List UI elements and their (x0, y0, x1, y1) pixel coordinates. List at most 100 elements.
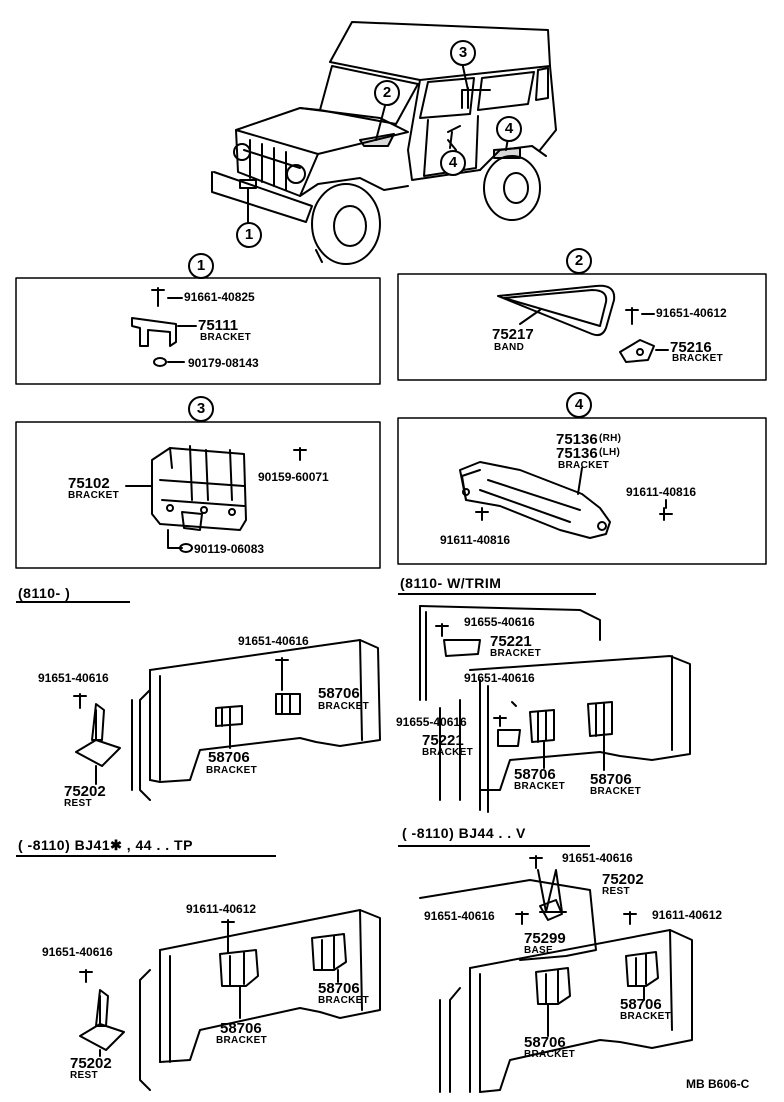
screw-icon (293, 447, 307, 461)
bolt-icon (493, 715, 507, 727)
bracket-icon (625, 951, 659, 987)
bracket-icon (535, 967, 571, 1005)
part-label: BRACKET (524, 1049, 575, 1060)
bolt-icon (659, 507, 673, 521)
box-3 (15, 421, 381, 569)
part-number: 91661-40825 (184, 290, 255, 304)
bracket-icon (151, 447, 247, 531)
part-number: 75111 (198, 317, 239, 334)
part-label: (LH) (599, 447, 621, 458)
part-label: BRACKET (514, 781, 565, 792)
bolt-icon (515, 911, 529, 925)
part-label: BRACKET (200, 332, 251, 343)
bracket-icon (311, 933, 347, 971)
part-label: BRACKET (590, 786, 641, 797)
box-2 (397, 273, 767, 381)
bracket-icon (529, 709, 555, 743)
base-icon (539, 899, 563, 921)
bolt-icon (79, 969, 93, 983)
rest-base (75, 739, 121, 767)
part-label: BRACKET (68, 490, 119, 501)
bracket-icon (131, 317, 177, 347)
bolt-icon (221, 919, 235, 933)
part-number: 58706 (620, 996, 662, 1013)
part-number: 58706 (590, 771, 632, 788)
callout-2: 2 (374, 80, 400, 106)
part-number: 90159-60071 (258, 470, 329, 484)
bracket-icon (619, 339, 655, 363)
part-number: 58706 (524, 1034, 566, 1051)
part-number: 58706 (208, 749, 250, 766)
box-2-header: 2 (566, 248, 592, 274)
bracket-icon (587, 701, 613, 737)
part-number: 91655-40616 (464, 615, 535, 629)
part-label: BRACKET (672, 353, 723, 364)
part-number: 91651-40616 (424, 909, 495, 923)
callout-3: 3 (450, 40, 476, 66)
part-number: 90119-06083 (194, 542, 265, 556)
diagram-code: MB B606-C (686, 1077, 750, 1091)
bracket-icon (497, 729, 521, 747)
section-a-drawing (73, 639, 381, 801)
callout-4: 4 (496, 116, 522, 142)
part-number: 91611-40612 (186, 902, 257, 916)
part-number: 75102 (68, 475, 110, 492)
part-label: BRACKET (216, 1035, 267, 1046)
band-icon (497, 284, 616, 337)
bolt-icon (625, 307, 639, 325)
part-number: 75202 (70, 1055, 112, 1072)
section-title: ( -8110) BJ44 . . V (402, 825, 526, 841)
part-number: 91655-40616 (396, 715, 467, 729)
bolt-icon (529, 855, 543, 869)
bracket-icon (275, 693, 301, 715)
section-b-drawing (419, 605, 691, 813)
part-number: 75217 (492, 326, 534, 343)
part-number: 75202 (64, 783, 106, 800)
part-number: 91651-40616 (238, 634, 309, 648)
bolt-icon (435, 623, 449, 637)
bracket-icon (219, 949, 259, 987)
part-number: 91651-40616 (42, 945, 113, 959)
part-number: 75221 (490, 633, 532, 650)
part-number: 75136 (556, 431, 598, 448)
part-label: BRACKET (558, 460, 609, 471)
part-number: 58706 (220, 1020, 262, 1037)
bracket-icon (215, 705, 243, 727)
part-label: BRACKET (490, 648, 541, 659)
bolt-icon (151, 287, 165, 307)
rest-base (79, 1023, 125, 1051)
part-label: BASE (524, 945, 553, 956)
part-label: BRACKET (318, 995, 369, 1006)
bolt-icon (475, 507, 489, 521)
bolt-icon (623, 911, 637, 925)
section-title: ( -8110) BJ41✱ , 44 . . TP (18, 837, 193, 853)
nut-icon (153, 357, 167, 367)
section-d-drawing (419, 855, 693, 1093)
part-number: 75221 (422, 732, 464, 749)
bracket-icon (459, 461, 611, 539)
section-title: (8110- W/TRIM (400, 575, 502, 591)
box-4 (397, 417, 767, 565)
part-number: 91651-40616 (464, 671, 535, 685)
part-number: 75299 (524, 930, 566, 947)
part-number: 75216 (670, 339, 712, 356)
part-number: 75202 (602, 871, 644, 888)
callout-1: 1 (236, 222, 262, 248)
part-number: 91651-40616 (562, 851, 633, 865)
bracket-icon (443, 639, 481, 657)
part-label: BAND (494, 342, 525, 353)
part-label: REST (70, 1070, 98, 1081)
part-label: BRACKET (318, 701, 369, 712)
part-number: 58706 (514, 766, 556, 783)
section-title: (8110- ) (18, 585, 71, 601)
part-label: (RH) (599, 433, 622, 444)
part-label: REST (602, 886, 630, 897)
part-number: 91611-40816 (626, 485, 697, 499)
part-label: BRACKET (206, 765, 257, 776)
box-4-header: 4 (566, 392, 592, 418)
part-number: 90179-08143 (188, 356, 259, 370)
box-3-header: 3 (188, 396, 214, 422)
callout-4: 4 (440, 150, 466, 176)
part-number: 58706 (318, 980, 360, 997)
